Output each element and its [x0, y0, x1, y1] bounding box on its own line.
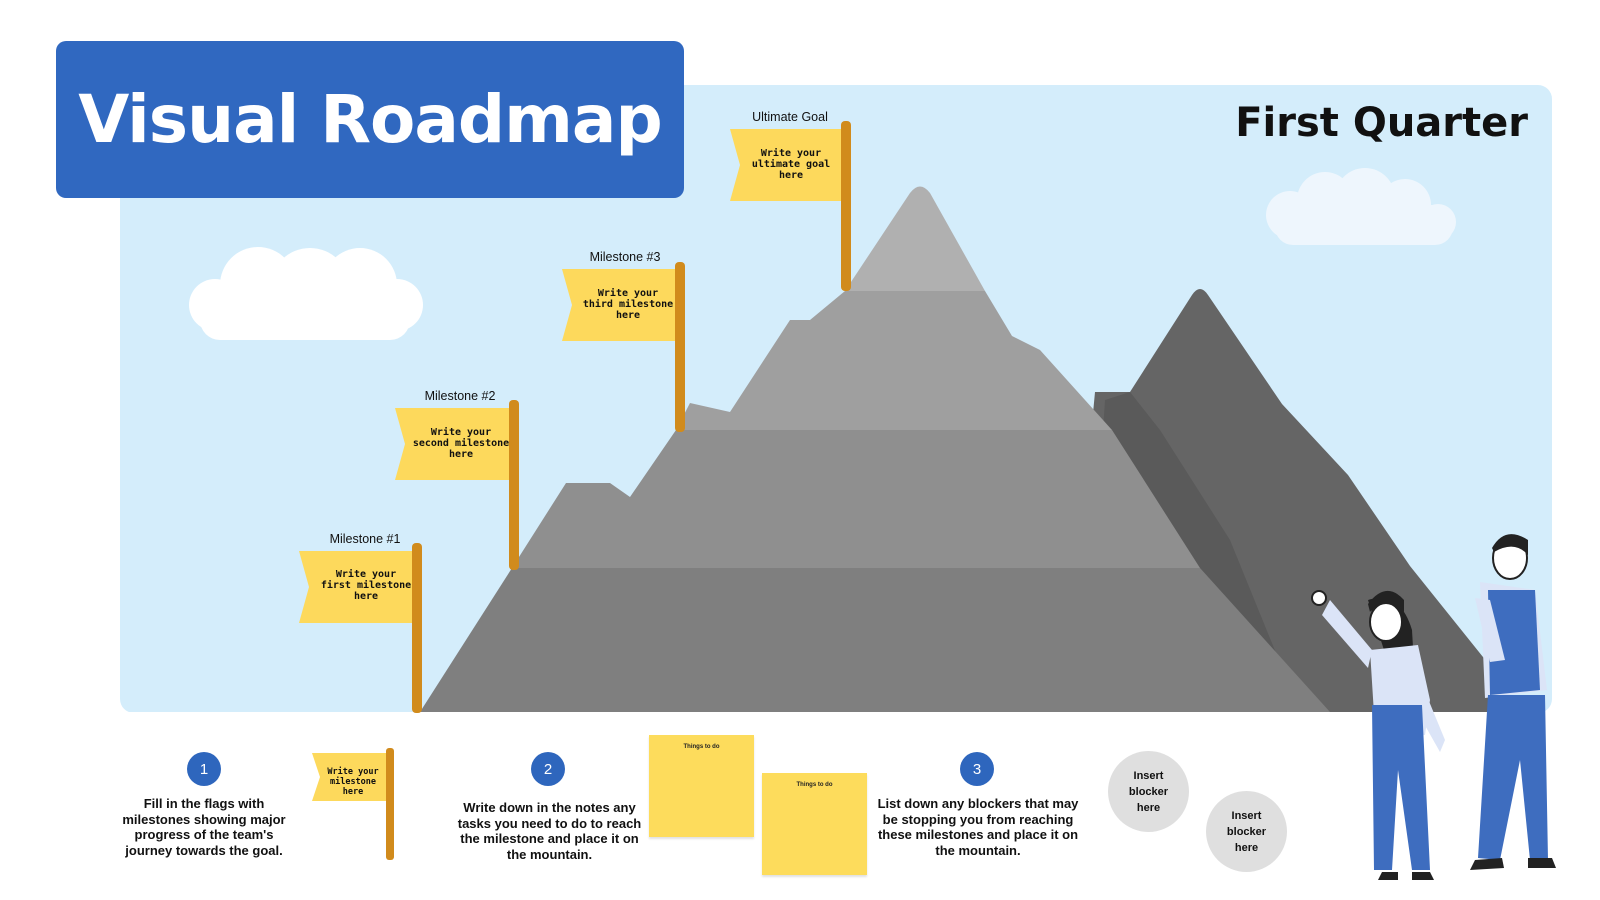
quarter-label: First Quarter	[1235, 100, 1528, 146]
flag-milestone-1	[299, 543, 422, 713]
cloud-icon-left	[189, 247, 423, 340]
step-3-number: 3	[960, 752, 994, 786]
step-2-description: Write down in the notes any tasks you ne…	[457, 800, 642, 862]
flag-label-milestone-2: Milestone #2	[424, 389, 496, 403]
flag-label-ultimate: Ultimate Goal	[752, 110, 828, 124]
step-3-description: List down any blockers that may be stopp…	[877, 796, 1079, 858]
main-mountain	[420, 186, 1330, 712]
flag-milestone-2	[395, 400, 519, 570]
cloud-icon-right	[1266, 168, 1456, 245]
sticky-note-2[interactable]: Things to do	[762, 773, 867, 875]
blocker-circle-2-text: Insert blocker here	[1226, 809, 1267, 854]
page-title: Visual Roadmap	[78, 81, 662, 158]
flag-ultimate-goal	[730, 121, 851, 291]
step-1-description: Fill in the flags with milestones showin…	[122, 796, 286, 858]
step-1-number: 1	[187, 752, 221, 786]
flag-text-milestone-3[interactable]: Write your third milestone here	[582, 288, 674, 321]
flag-text-ultimate[interactable]: Write your ultimate goal here	[751, 148, 831, 181]
man-illustration	[1470, 534, 1556, 870]
title-banner: Visual Roadmap	[56, 41, 684, 198]
sticky-note-1[interactable]: Things to do	[649, 735, 754, 837]
flag-text-milestone-1[interactable]: Write your first milestone here	[320, 569, 412, 602]
sticky-note-2-text: Things to do	[796, 782, 833, 788]
woman-illustration	[1311, 590, 1445, 880]
flag-text-milestone-2[interactable]: Write your second milestone here	[412, 427, 510, 460]
flag-label-milestone-1: Milestone #1	[329, 532, 401, 546]
blocker-circle-1[interactable]: Insert blocker here	[1108, 751, 1189, 832]
sample-flag-text[interactable]: Write your milestone here	[327, 767, 379, 797]
step-2-number: 2	[531, 752, 565, 786]
blocker-circle-1-text: Insert blocker here	[1128, 769, 1169, 814]
sticky-note-1-text: Things to do	[683, 744, 720, 750]
flag-milestone-3	[562, 262, 685, 432]
flag-icon-sample	[312, 748, 394, 860]
flag-label-milestone-3: Milestone #3	[589, 250, 661, 264]
blocker-circle-2[interactable]: Insert blocker here	[1206, 791, 1287, 872]
